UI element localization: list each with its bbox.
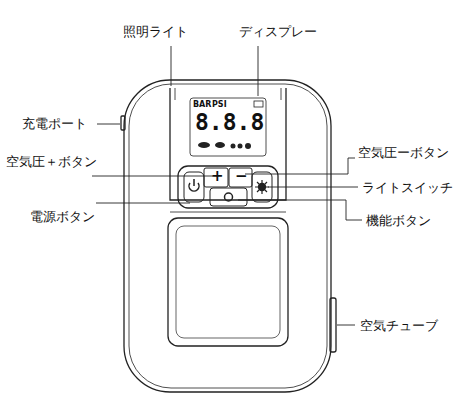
lower-panel-inner — [176, 226, 280, 338]
part-label: 機能ボタン — [366, 214, 431, 227]
part-label: 空気圧＋ボタン — [6, 155, 97, 168]
device-body-inner — [129, 84, 327, 388]
button-symbol: − — [235, 169, 248, 184]
part-label: ディスプレー — [239, 25, 317, 38]
function-icon — [225, 193, 233, 201]
part-label: 電源ボタン — [30, 210, 95, 223]
leader-lines — [92, 46, 362, 325]
display-digits: 8.8.8 — [195, 111, 264, 134]
lower-panel — [168, 218, 288, 346]
plus-button — [204, 168, 228, 187]
upper-panel — [170, 88, 286, 200]
vehicle-icons — [198, 142, 251, 149]
charge-port — [121, 116, 125, 130]
unit-label: BAR — [193, 101, 211, 109]
part-label: 照明ライト — [123, 25, 188, 38]
panel-seam — [170, 212, 286, 213]
minus-button — [229, 168, 252, 187]
air-tube — [330, 298, 336, 352]
light-icon-rays — [255, 180, 269, 194]
button-symbol: + — [211, 169, 224, 184]
lcd — [190, 98, 266, 156]
power-icon — [189, 179, 199, 191]
battery-icon — [254, 101, 263, 107]
part-label: 空気チューブ — [360, 319, 438, 332]
part-label: 空気圧ーボタン — [358, 146, 449, 159]
function-button — [210, 188, 247, 206]
button-panel — [178, 166, 278, 208]
part-label: ライトスイッチ — [362, 181, 453, 194]
unit-label: PSI — [212, 101, 227, 109]
device-body — [124, 80, 331, 392]
power-button — [184, 172, 204, 202]
part-label: 充電ポート — [22, 117, 87, 130]
